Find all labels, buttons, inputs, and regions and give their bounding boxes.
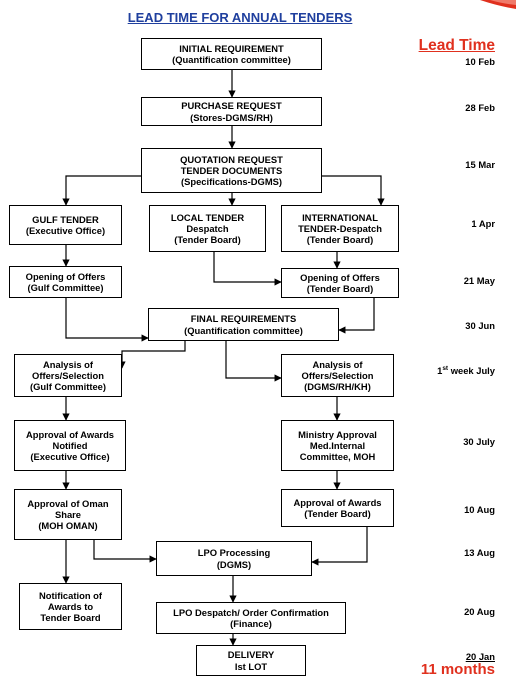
step-text-line: Notified bbox=[52, 439, 88, 451]
step-text-line: (Tender Board) bbox=[304, 508, 371, 519]
arrow-awards-tb-to-lpo bbox=[311, 527, 368, 566]
step-lpo-processing: LPO Processing(DGMS) bbox=[156, 541, 312, 576]
arrow-quotation-to-international bbox=[318, 175, 385, 206]
arrow-quotation-to-gulf bbox=[62, 175, 150, 206]
arrow-local-to-opening bbox=[213, 252, 282, 286]
step-text-line: (Specifications-DGMS) bbox=[180, 176, 283, 188]
step-text-line: Committee, MOH bbox=[299, 451, 376, 463]
step-text-line: LPO Despatch/ Order Confirmation bbox=[173, 606, 329, 618]
step-text-line: Offers/Selection bbox=[32, 369, 104, 381]
arrow-opening-gulf-to-final bbox=[65, 298, 149, 342]
step-text-line: PURCHASE REQUEST bbox=[181, 100, 282, 112]
step-text-line: Despatch bbox=[186, 222, 229, 234]
step-text-line: (DGMS) bbox=[216, 558, 252, 570]
step-final-requirements: FINAL REQUIREMENTS(Quantification commit… bbox=[148, 308, 339, 341]
lead-time-total: 11 months bbox=[420, 661, 495, 678]
date-lpo-processing: 13 Aug bbox=[464, 547, 495, 558]
step-text-line: (Finance) bbox=[230, 618, 272, 629]
step-text-line: (DGMS/RH/KH) bbox=[304, 381, 371, 393]
step-text-line: Tender Board bbox=[40, 612, 101, 624]
step-text-line: (MOH OMAN) bbox=[38, 520, 98, 532]
step-text-line: LOCAL TENDER bbox=[170, 211, 245, 223]
page-title: LEAD TIME FOR ANNUAL TENDERS bbox=[127, 10, 353, 25]
step-text-line: LPO Processing bbox=[197, 547, 271, 559]
step-text-line: (Tender Board) bbox=[174, 234, 241, 246]
step-text-line: Med.Internal bbox=[309, 439, 366, 451]
step-text-line: Ministry Approval bbox=[298, 428, 377, 440]
step-text-line: Approval of Awards bbox=[25, 428, 115, 440]
step-text-line: Ist LOT bbox=[234, 660, 268, 672]
date-ministry-approval: 30 July bbox=[463, 436, 495, 447]
step-text-line: QUOTATION REQUEST bbox=[180, 153, 283, 165]
arrow-final-to-analysis-gulf bbox=[118, 341, 186, 369]
step-approval-awards-tender-board: Approval of Awards(Tender Board) bbox=[281, 489, 394, 527]
date-delivery: 20 Jan bbox=[465, 651, 495, 662]
lead-time-label: Lead Time bbox=[418, 37, 495, 54]
step-text-line: (Quantification committee) bbox=[172, 54, 291, 65]
step-initial-requirement: INITIAL REQUIREMENT(Quantification commi… bbox=[141, 38, 322, 70]
step-text-line: (Tender Board) bbox=[306, 283, 374, 294]
step-text-line: (Quantification committee) bbox=[184, 324, 303, 336]
step-text-line: Notification of bbox=[38, 589, 102, 601]
step-text-line: Opening of Offers bbox=[25, 270, 106, 282]
step-text-line: Approval of Oman bbox=[27, 497, 109, 509]
step-text-line: (Tender Board) bbox=[306, 234, 374, 246]
step-text-line: Opening of Offers bbox=[300, 271, 380, 283]
date-quotation-request: 15 Mar bbox=[465, 159, 495, 170]
date-analysis-of-offers: 1st week July bbox=[437, 364, 495, 376]
arrow-opening-tb-to-final bbox=[338, 298, 375, 334]
step-text-line: TENDER-Despatch bbox=[298, 222, 382, 234]
step-text-line: TENDER DOCUMENTS bbox=[180, 164, 283, 176]
date-final-requirements: 30 Jun bbox=[465, 320, 495, 331]
step-opening-gulf: Opening of Offers(Gulf Committee) bbox=[9, 266, 122, 298]
step-text-line: (Gulf Committee) bbox=[29, 381, 107, 393]
step-text-line: Offers/Selection bbox=[301, 369, 374, 381]
step-text-line: DELIVERY bbox=[227, 649, 275, 661]
step-lpo-despatch: LPO Despatch/ Order Confirmation(Finance… bbox=[156, 602, 346, 634]
corner-swoosh-decoration bbox=[480, 0, 516, 9]
step-text-line: INTERNATIONAL bbox=[302, 211, 378, 223]
arrow-final-to-analysis-dgms bbox=[225, 341, 282, 382]
step-text-line: Approval of Awards bbox=[293, 496, 382, 508]
step-text-line: (Executive Office) bbox=[30, 451, 110, 463]
date-lpo-despatch: 20 Aug bbox=[464, 606, 495, 617]
step-text-line: (Gulf Committee) bbox=[27, 282, 104, 293]
date-initial-requirement: 10 Feb bbox=[465, 56, 495, 67]
step-text-line: GULF TENDER bbox=[32, 213, 99, 225]
date-tender-despatch: 1 Apr bbox=[471, 218, 495, 229]
step-purchase-request: PURCHASE REQUEST(Stores-DGMS/RH) bbox=[141, 97, 322, 126]
date-opening-of-offers: 21 May bbox=[463, 275, 495, 286]
step-text-line: Analysis of bbox=[42, 358, 93, 370]
step-opening-tender-board: Opening of Offers(Tender Board) bbox=[281, 268, 399, 298]
step-text-line: INITIAL REQUIREMENT bbox=[179, 42, 284, 54]
date-approval-of-awards: 10 Aug bbox=[464, 504, 495, 515]
step-text-line: (Stores-DGMS/RH) bbox=[190, 111, 273, 123]
step-text-line: FINAL REQUIREMENTS bbox=[190, 313, 297, 325]
arrow-oman-share-to-lpo bbox=[93, 540, 157, 563]
step-text-line: Share bbox=[54, 508, 82, 520]
date-purchase-request: 28 Feb bbox=[465, 102, 495, 113]
step-text-line: (Executive Office) bbox=[25, 225, 106, 236]
step-gulf-tender: GULF TENDER(Executive Office) bbox=[9, 205, 122, 245]
step-text-line: Awards to bbox=[47, 600, 94, 612]
step-text-line: Analysis of bbox=[312, 358, 363, 370]
